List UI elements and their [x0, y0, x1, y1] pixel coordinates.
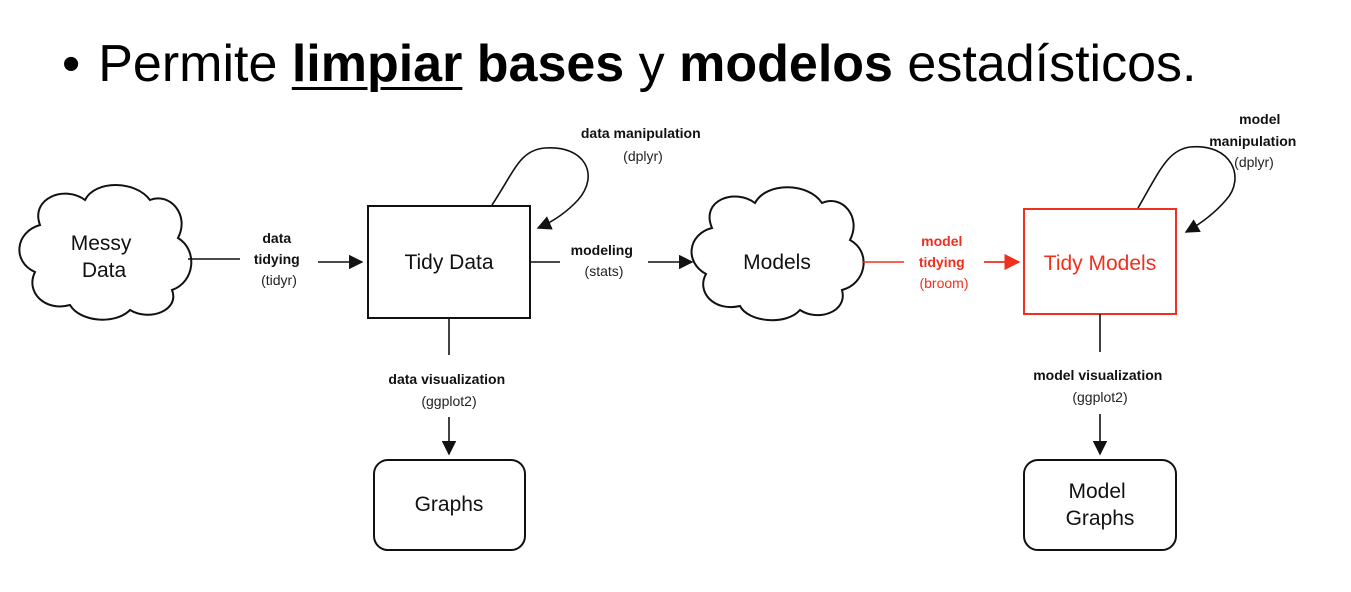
tidy-data-label: Tidy Data [404, 251, 493, 274]
data-visualization-label: data visualization (ggplot2) [388, 371, 509, 409]
data-manipulation-label: data manipulation (dplyr) [581, 125, 705, 164]
model-tidying-label: model tidying (broom) [919, 233, 969, 291]
models-cloud [690, 186, 865, 322]
model-manipulation-label: model manipulation (dplyr) [1209, 111, 1301, 170]
arrow-data-manipulation-loop [491, 147, 589, 230]
bullet-text-permite: Permite [98, 35, 292, 93]
bullet-text-estadisticos: estadísticos. [892, 35, 1197, 93]
bullet-text-limpiar: limpiar [291, 35, 463, 93]
tidy-models-box [1023, 208, 1177, 315]
bullet-text-bases: bases [476, 35, 625, 93]
model-graphs-box [1023, 459, 1177, 551]
graphs-label: Graphs [415, 493, 484, 516]
model-visualization-label: model visualization (ggplot2) [1033, 367, 1167, 405]
arrow-model-manipulation-loop [1137, 146, 1236, 233]
tidy-data-box [367, 205, 531, 319]
data-tidying-label: data tidying (tidyr) [254, 230, 304, 288]
bullet-dot: • [62, 35, 81, 93]
modeling-label: modeling (stats) [571, 242, 638, 279]
messy-data-label: Messy Data [71, 232, 138, 282]
model-graphs-label: Model Graphs [1066, 480, 1135, 530]
tidy-models-label: Tidy Models [1044, 252, 1156, 275]
models-label: Models [743, 251, 811, 274]
bullet-text-y: y [624, 35, 680, 93]
bullet-text-modelos: modelos [679, 35, 893, 93]
slide-bullet: • Permite limpiar bases y modelos estadís… [62, 28, 1322, 100]
messy-data-cloud [18, 184, 193, 321]
graphs-box [373, 459, 526, 551]
